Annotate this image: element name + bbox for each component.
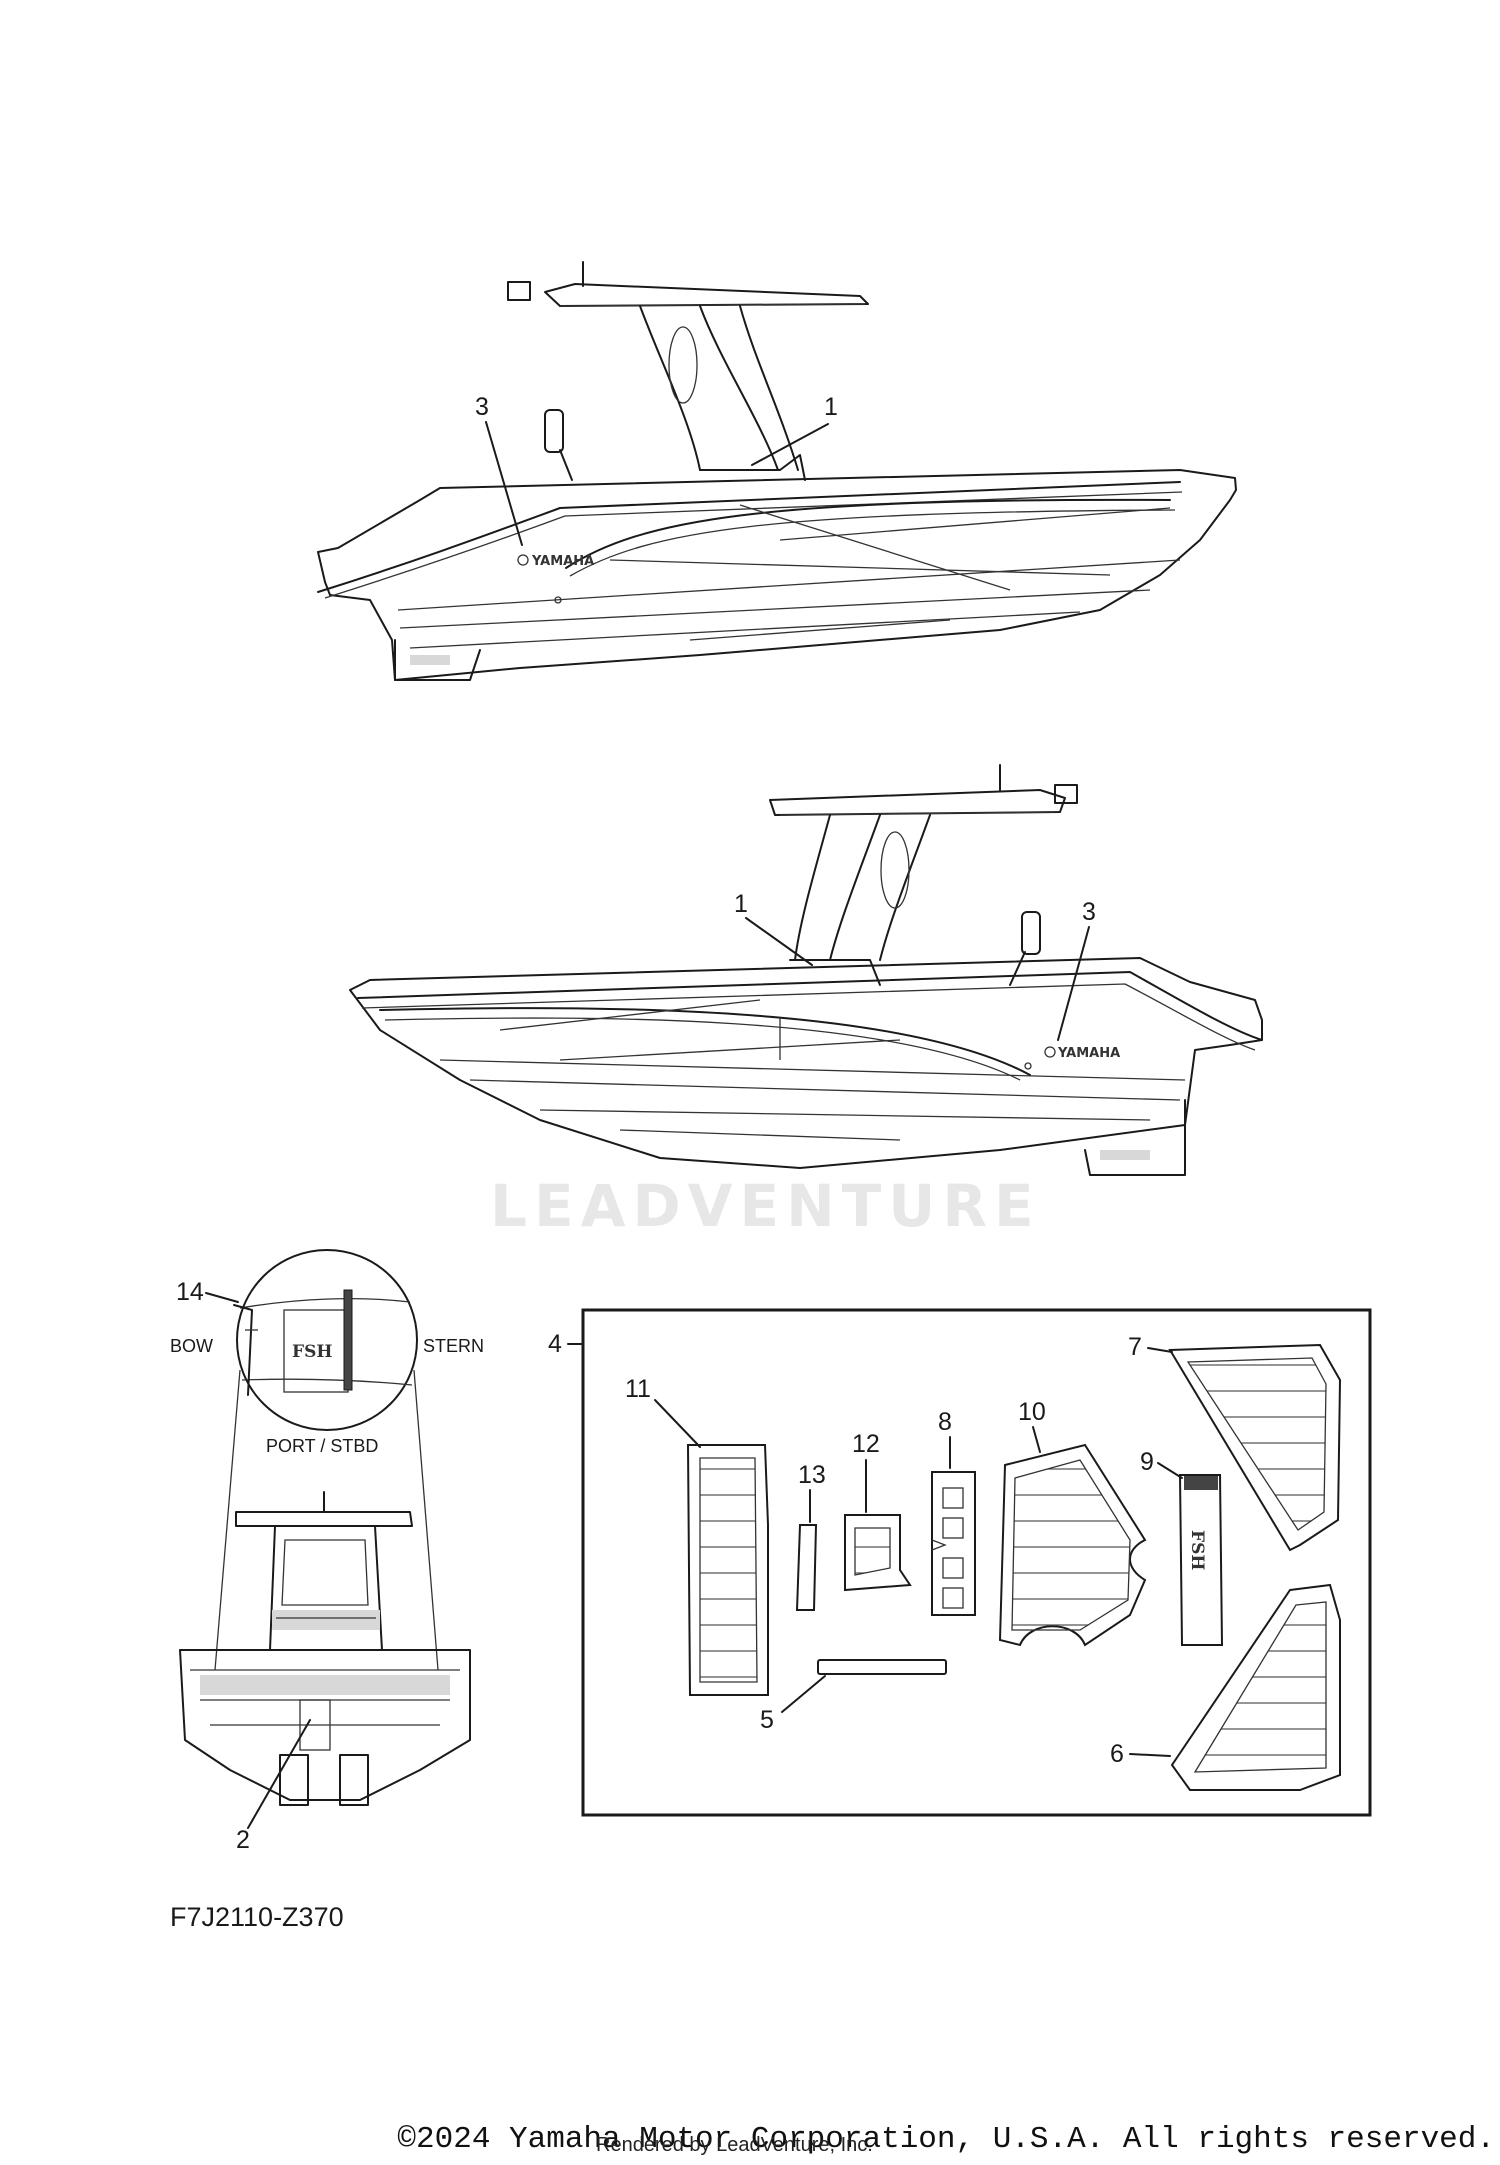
svg-text:8: 8 (938, 1408, 952, 1436)
callout-4: 4 (548, 1330, 584, 1358)
callout-10: 10 (1018, 1398, 1046, 1453)
callout-7: 7 (1128, 1333, 1173, 1361)
rendered-by-credit: Rendered by LeadVenture, Inc. (596, 2134, 873, 2156)
port-stbd-label: PORT / STBD (266, 1436, 378, 1456)
fsh-pad-text: FSH (1187, 1530, 1207, 1570)
callout-11: 11 (625, 1375, 701, 1448)
deck-pad-5 (817, 1659, 947, 1675)
svg-text:10: 10 (1018, 1398, 1046, 1426)
diagram-code: F7J2110-Z370 (170, 1902, 344, 1932)
svg-text:7: 7 (1128, 1333, 1142, 1361)
deck-pad-13 (795, 1524, 818, 1611)
boat-rear-view (179, 1491, 471, 1806)
detail-circle: FSH (233, 1249, 418, 1431)
callout-3-top: 3 (475, 393, 523, 546)
boat-side-view-starboard: YAMAHA (317, 261, 1237, 681)
deck-pad-7 (1168, 1343, 1342, 1552)
callout-2: 2 (236, 1719, 311, 1854)
deck-pad-12 (844, 1514, 912, 1592)
svg-text:3: 3 (475, 393, 489, 421)
callout-14: 14 (176, 1278, 239, 1306)
svg-text:4: 4 (548, 1330, 562, 1358)
deck-pad-kit-box (581, 1308, 1372, 1817)
svg-text:2: 2 (236, 1826, 250, 1854)
svg-text:9: 9 (1140, 1448, 1154, 1476)
deck-pad-10 (998, 1443, 1147, 1647)
callout-6: 6 (1110, 1740, 1171, 1768)
watermark: LEADVENTURE (490, 1172, 1041, 1240)
svg-text:13: 13 (798, 1461, 826, 1489)
callout-8: 8 (938, 1408, 952, 1469)
stern-label: STERN (423, 1336, 484, 1356)
bow-label: BOW (170, 1336, 213, 1356)
callout-1-top: 1 (751, 393, 838, 466)
brand-decal-text-lower: YAMAHA (1057, 1046, 1120, 1061)
brand-decal-text: YAMAHA (531, 554, 594, 569)
svg-text:1: 1 (824, 393, 838, 421)
copyright-notice: ©2024 Yamaha Motor Corporation, U.S.A. A… (397, 2122, 1495, 2157)
svg-text:6: 6 (1110, 1740, 1124, 1768)
callout-3-lower: 3 (1057, 898, 1096, 1041)
deck-pad-9: FSH (1178, 1474, 1224, 1646)
boat-side-view-port: YAMAHA (349, 764, 1263, 1176)
deck-pad-11 (686, 1444, 769, 1696)
callout-5: 5 (760, 1675, 826, 1734)
callout-13: 13 (798, 1461, 826, 1523)
svg-text:1: 1 (734, 890, 748, 918)
svg-text:3: 3 (1082, 898, 1096, 926)
callout-1-lower: 1 (734, 890, 813, 966)
svg-text:11: 11 (625, 1375, 651, 1403)
deck-pad-6 (1170, 1583, 1341, 1791)
svg-text:12: 12 (852, 1430, 880, 1458)
callout-9: 9 (1140, 1448, 1183, 1479)
fsh-decal-text: FSH (292, 1342, 332, 1362)
deck-pad-8 (931, 1471, 976, 1616)
svg-text:5: 5 (760, 1706, 774, 1734)
callout-12: 12 (852, 1430, 880, 1513)
svg-text:14: 14 (176, 1278, 204, 1306)
